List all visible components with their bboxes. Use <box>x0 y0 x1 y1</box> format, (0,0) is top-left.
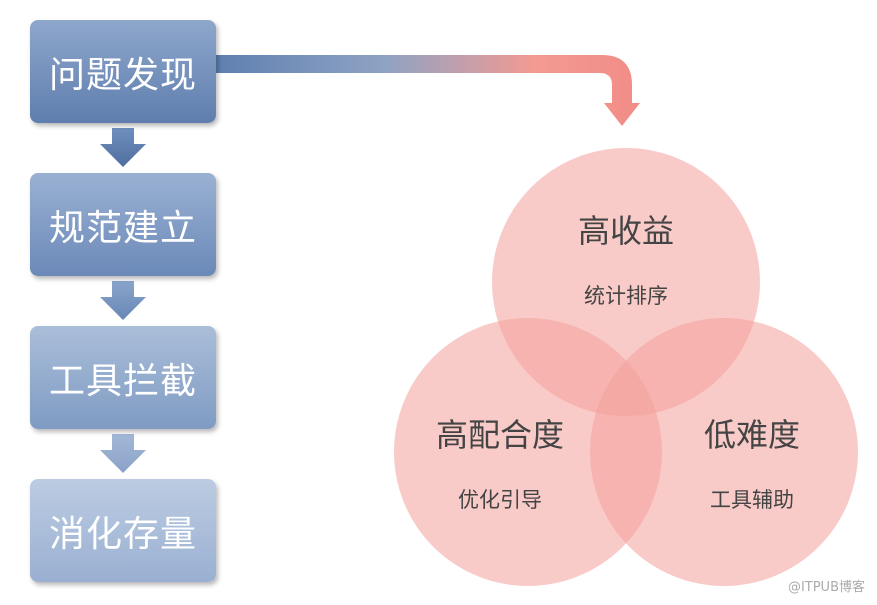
venn-right-subtitle: 工具辅助 <box>710 488 794 512</box>
step-tool-interception: 工具拦截 <box>30 326 216 429</box>
step-digest-stock: 消化存量 <box>30 479 216 582</box>
down-arrow-icon <box>100 434 146 473</box>
down-arrow-icon <box>100 128 146 167</box>
step-standard-setup: 规范建立 <box>30 173 216 276</box>
venn-circle-right <box>590 318 858 586</box>
venn-left-title: 高配合度 <box>435 416 565 454</box>
step-problem-discovery: 问题发现 <box>30 20 216 123</box>
flow-connector-arrow <box>214 55 640 126</box>
down-arrow-icon <box>100 281 146 320</box>
venn-top-subtitle: 统计排序 <box>584 284 668 308</box>
venn-circle-left <box>394 318 662 586</box>
watermark: @ITPUB博客 <box>787 580 865 595</box>
venn-left-subtitle: 优化引导 <box>458 488 542 512</box>
venn-top-title: 高收益 <box>577 212 675 250</box>
venn-right-title: 低难度 <box>703 416 801 454</box>
